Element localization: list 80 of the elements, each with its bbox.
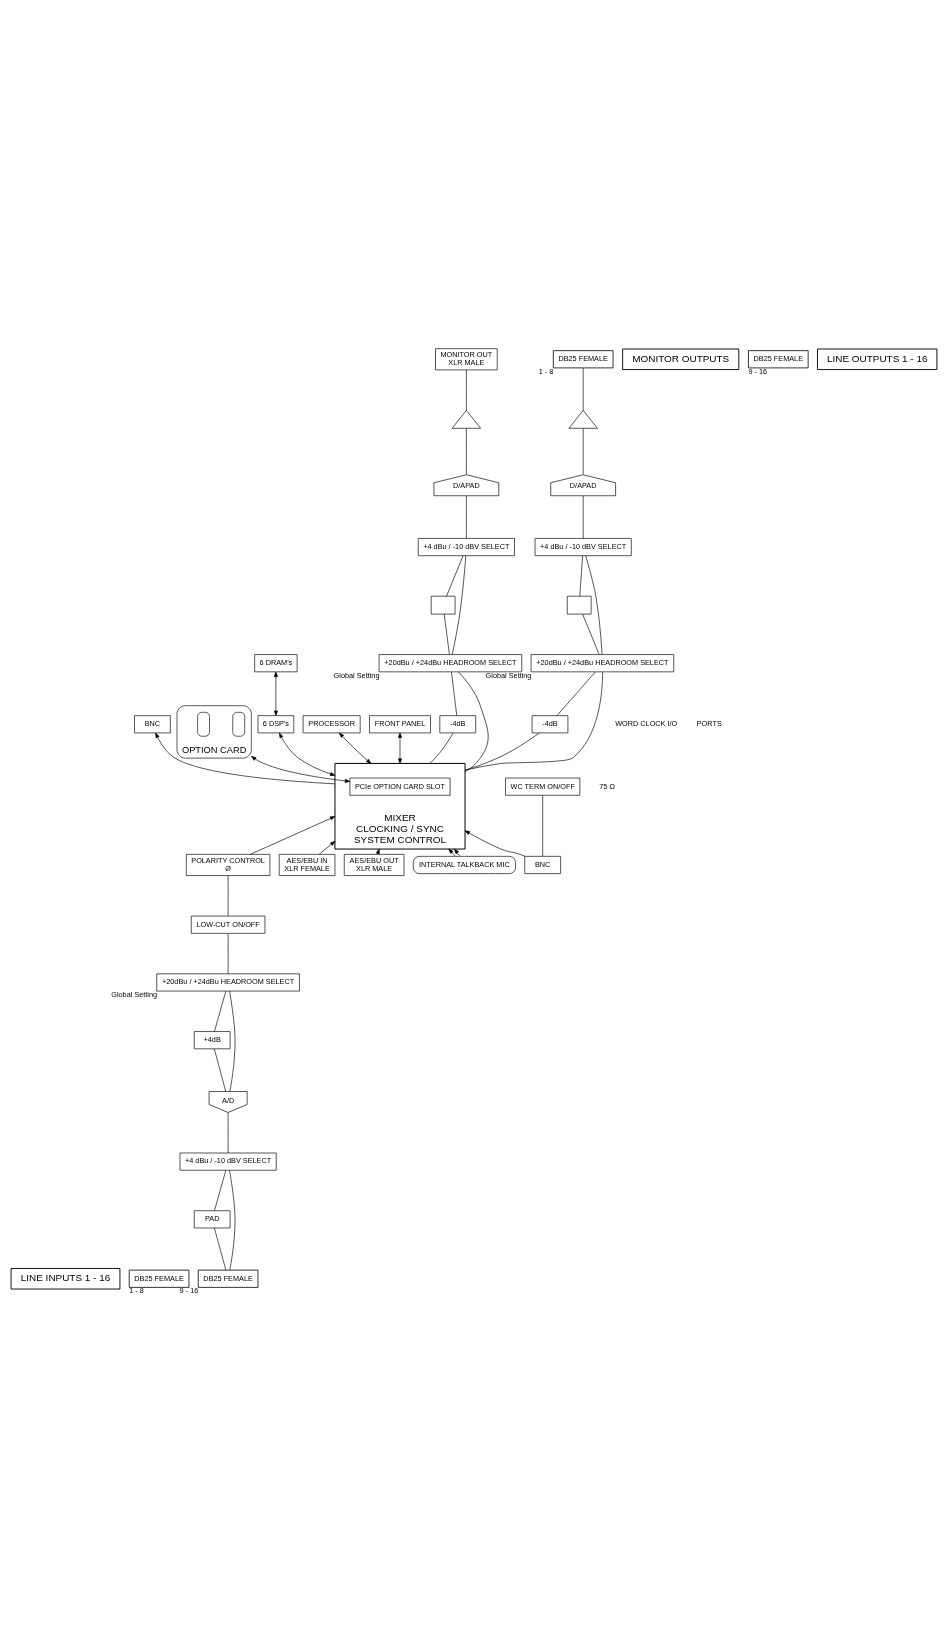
node-box: DB25 FEMALE: [552, 349, 614, 368]
connector: [214, 990, 227, 1032]
connector: [466, 369, 467, 411]
connector: [227, 874, 229, 916]
connector: [451, 671, 458, 716]
node-box: PAD: [193, 1209, 231, 1228]
connector: [466, 495, 467, 539]
connector: [214, 1227, 227, 1270]
arrow: [464, 829, 526, 857]
node-box: +4 dBu / -10 dBV SELECT: [417, 537, 515, 556]
connector: [443, 613, 450, 655]
cluster: OPTION CARD: [176, 704, 252, 758]
connector: [229, 990, 236, 1092]
node-triangle: [451, 409, 481, 429]
connector: [582, 495, 584, 539]
node-box: +4dB: [193, 1030, 231, 1049]
node-box: MONITOR OUT XLR MALE: [435, 347, 498, 370]
node-box: MONITOR OUTPUTS: [622, 348, 740, 370]
arrow: [155, 732, 336, 784]
node-box: POLARITY CONTROL Ø: [185, 853, 271, 876]
node-label: 1 - 8: [538, 366, 554, 376]
node-box: +4 dBu / -10 dBV SELECT: [534, 537, 632, 556]
connector: [556, 671, 596, 716]
connector: [585, 554, 603, 655]
node-box: +20dBu / +24dBu HEADROOM SELECT: [156, 973, 300, 991]
connector: [214, 1169, 227, 1211]
node-box: BNC: [524, 855, 561, 874]
node-box: PROCESSOR: [302, 714, 361, 733]
node-box: DB25 FEMALE: [128, 1269, 190, 1288]
node-box: PCIe OPTION CARD SLOT: [349, 777, 451, 796]
connector: [229, 1169, 236, 1270]
node-box: [197, 711, 210, 737]
arrow: [448, 848, 456, 856]
node-box: DB25 FEMALE: [197, 1269, 259, 1288]
connector: [429, 732, 454, 764]
label: WORD CLOCK I/O: [615, 718, 678, 728]
label: PORTS: [696, 718, 722, 728]
node-label: 9 - 16: [179, 1285, 199, 1295]
arrow: [454, 848, 461, 856]
arrow: [339, 732, 372, 764]
node-box: +20dBu / +24dBu HEADROOM SELECT: [530, 653, 675, 672]
node-box: 6 DRAM's: [254, 653, 298, 672]
node-box: WC TERM ON/OFF: [505, 777, 581, 796]
node-box: 6 DSP's: [257, 714, 295, 733]
node-label: 1 - 8: [129, 1285, 144, 1295]
node-box: +4 dBu / -10 dBV SELECT: [179, 1152, 277, 1171]
connector: [214, 1048, 227, 1092]
label: 75 Ω: [599, 781, 615, 791]
arrow: [251, 755, 351, 783]
connector: [446, 554, 464, 596]
node-box: -4dB: [439, 714, 476, 733]
arrow: [279, 732, 336, 776]
node-box: [232, 711, 246, 737]
arrow: [273, 671, 278, 716]
arrow: [250, 815, 336, 855]
connector: [582, 613, 600, 655]
connector: [458, 671, 489, 772]
node-label: Global Setting: [111, 989, 158, 999]
node-box: INTERNAL TALKBACK MIC: [412, 855, 516, 874]
arrow: [398, 732, 402, 764]
node-box: LOW-CUT ON/OFF: [190, 915, 266, 934]
node-label: Global Setting: [333, 670, 380, 680]
connector: [464, 671, 603, 770]
node-label: 9 - 16: [748, 366, 768, 376]
connector: [466, 427, 467, 475]
node-box: LINE INPUTS 1 - 16: [10, 1267, 121, 1289]
node-box: FRONT PANEL: [369, 714, 431, 733]
node-box: DB25 FEMALE: [748, 349, 809, 368]
node-box: BNC: [134, 714, 171, 733]
connector: [451, 554, 467, 655]
node-box: [430, 595, 456, 614]
connector: [579, 554, 583, 596]
node-label: Global Setting: [485, 670, 532, 680]
node-box: +20dBu / +24dBu HEADROOM SELECT: [378, 653, 523, 672]
node-box: AES/EBU IN XLR FEMALE: [278, 853, 336, 876]
node-box: [566, 595, 592, 614]
node-box: LINE OUTPUTS 1 - 16: [817, 348, 938, 370]
node-box: -4dB: [531, 714, 569, 733]
node-triangle: [568, 409, 598, 429]
arrow: [318, 840, 336, 855]
